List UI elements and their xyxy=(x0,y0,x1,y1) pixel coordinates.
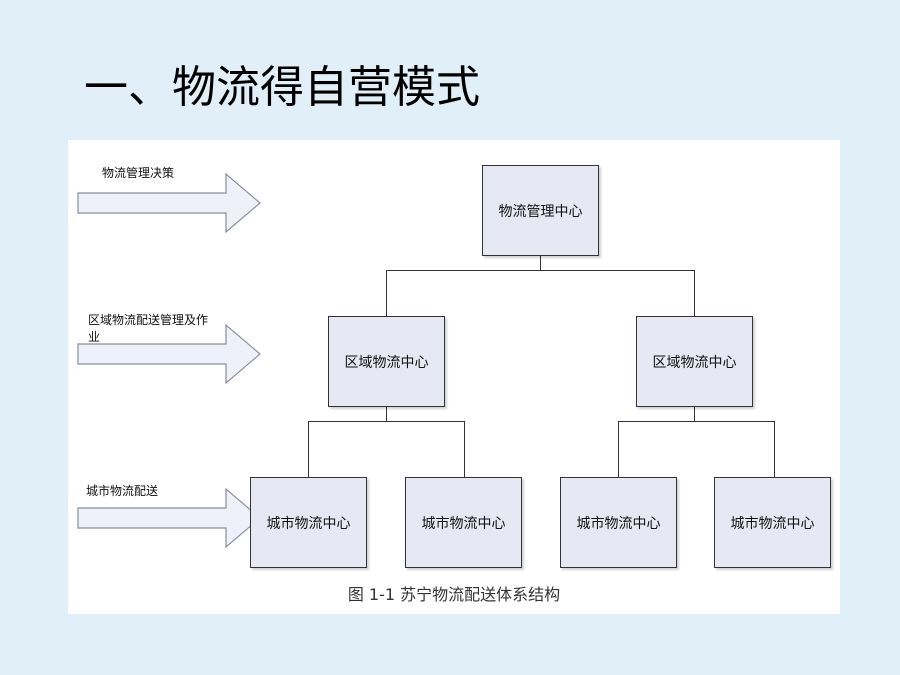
regional-node: 区域物流中心 xyxy=(328,316,445,407)
right-arrow-icon xyxy=(77,172,261,234)
regional-node: 区域物流中心 xyxy=(636,316,753,407)
city-node: 城市物流中心 xyxy=(714,477,831,568)
figure-caption: 图 1-1 苏宁物流配送体系结构 xyxy=(347,585,561,604)
connector-line xyxy=(386,270,387,316)
root-node: 物流管理中心 xyxy=(482,165,599,256)
city-node: 城市物流中心 xyxy=(405,477,522,568)
city-node: 城市物流中心 xyxy=(560,477,677,568)
connector-line xyxy=(540,256,541,270)
right-arrow-icon xyxy=(77,323,261,385)
level-label-city: 城市物流配送 xyxy=(86,484,159,498)
slide-title: 一、物流得自营模式 xyxy=(84,62,480,113)
connector-line xyxy=(694,407,695,421)
level-label-decision: 物流管理决策 xyxy=(102,166,175,180)
connector-line xyxy=(464,421,465,477)
level-label-regional: 区域物流配送管理及作业 xyxy=(88,313,209,344)
connector-line xyxy=(308,421,464,422)
connector-line xyxy=(308,421,309,477)
city-node: 城市物流中心 xyxy=(250,477,367,568)
connector-line xyxy=(618,421,619,477)
connector-line xyxy=(694,270,695,316)
org-chart-diagram: 物流管理决策 区域物流配送管理及作业 城市物流配送 物流管理中心 区域物流中心 … xyxy=(68,140,840,614)
connector-line xyxy=(618,421,774,422)
connector-line xyxy=(774,421,775,477)
right-arrow-icon xyxy=(77,487,261,549)
connector-line xyxy=(386,407,387,421)
connector-line xyxy=(386,270,694,271)
